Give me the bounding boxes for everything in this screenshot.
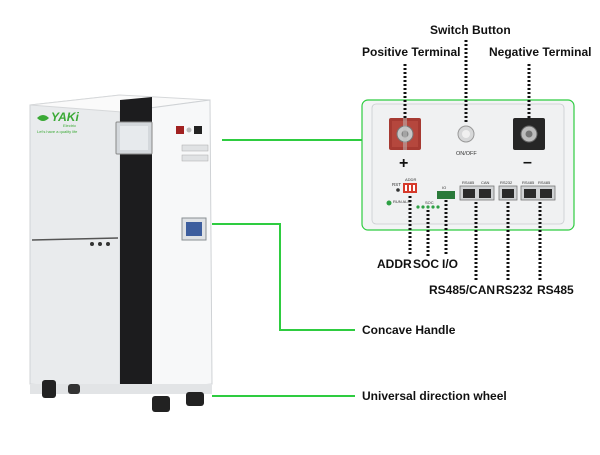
soc-leds <box>416 205 440 209</box>
positive-terminal <box>389 118 421 150</box>
port-label-4: RS485 <box>522 180 535 185</box>
cabinet-black-stripe <box>120 97 152 392</box>
port-label-5: RS485 <box>538 180 551 185</box>
addr-small-label: ADDR <box>405 177 417 182</box>
port-label-2: CAN <box>481 180 490 185</box>
negative-terminal-label: Negative Terminal <box>489 45 592 59</box>
universal-wheel-label: Universal direction wheel <box>362 389 507 403</box>
brand-tagline: Let's have a quality life <box>37 129 78 134</box>
rs232-label: RS232 <box>496 283 533 297</box>
wheels <box>42 380 204 412</box>
io-label: I/O <box>442 257 459 271</box>
leader-lines <box>212 40 542 397</box>
io-small-label: IO <box>442 185 447 190</box>
rs485-can-label: RS485/CAN <box>429 283 496 297</box>
negative-terminal <box>513 118 545 150</box>
on-off-label: ON/OFF <box>456 151 477 157</box>
port-label-3: RS232 <box>500 180 513 185</box>
port-label-1: RS485 <box>462 180 475 185</box>
run-alm-label: RUN ALM <box>393 199 411 204</box>
addr-switch <box>403 183 417 193</box>
brand-sub: Electric <box>63 123 77 128</box>
concave-handle-label: Concave Handle <box>362 323 456 337</box>
rs485-ports <box>520 185 556 201</box>
switch-button-label: Switch Button <box>430 23 511 37</box>
rs485-label: RS485 <box>537 283 574 297</box>
rs485-can-ports <box>459 185 495 201</box>
plus-sign: + <box>399 155 409 172</box>
positive-terminal-label: Positive Terminal <box>362 45 461 59</box>
terminal-detail-panel <box>361 99 575 231</box>
brand-name: YAKi <box>51 110 79 124</box>
brand-leaf-icon <box>37 115 49 121</box>
rs232-port <box>498 185 518 201</box>
addr-label: ADDR <box>377 257 412 271</box>
switch-button <box>457 125 475 143</box>
soc-label: SOC <box>413 257 440 271</box>
battery-cabinet <box>29 94 213 412</box>
minus-sign: – <box>523 154 532 171</box>
soc-small-label: SOC <box>425 200 434 205</box>
rst-label: RST <box>392 182 401 187</box>
io-connector <box>437 191 455 199</box>
